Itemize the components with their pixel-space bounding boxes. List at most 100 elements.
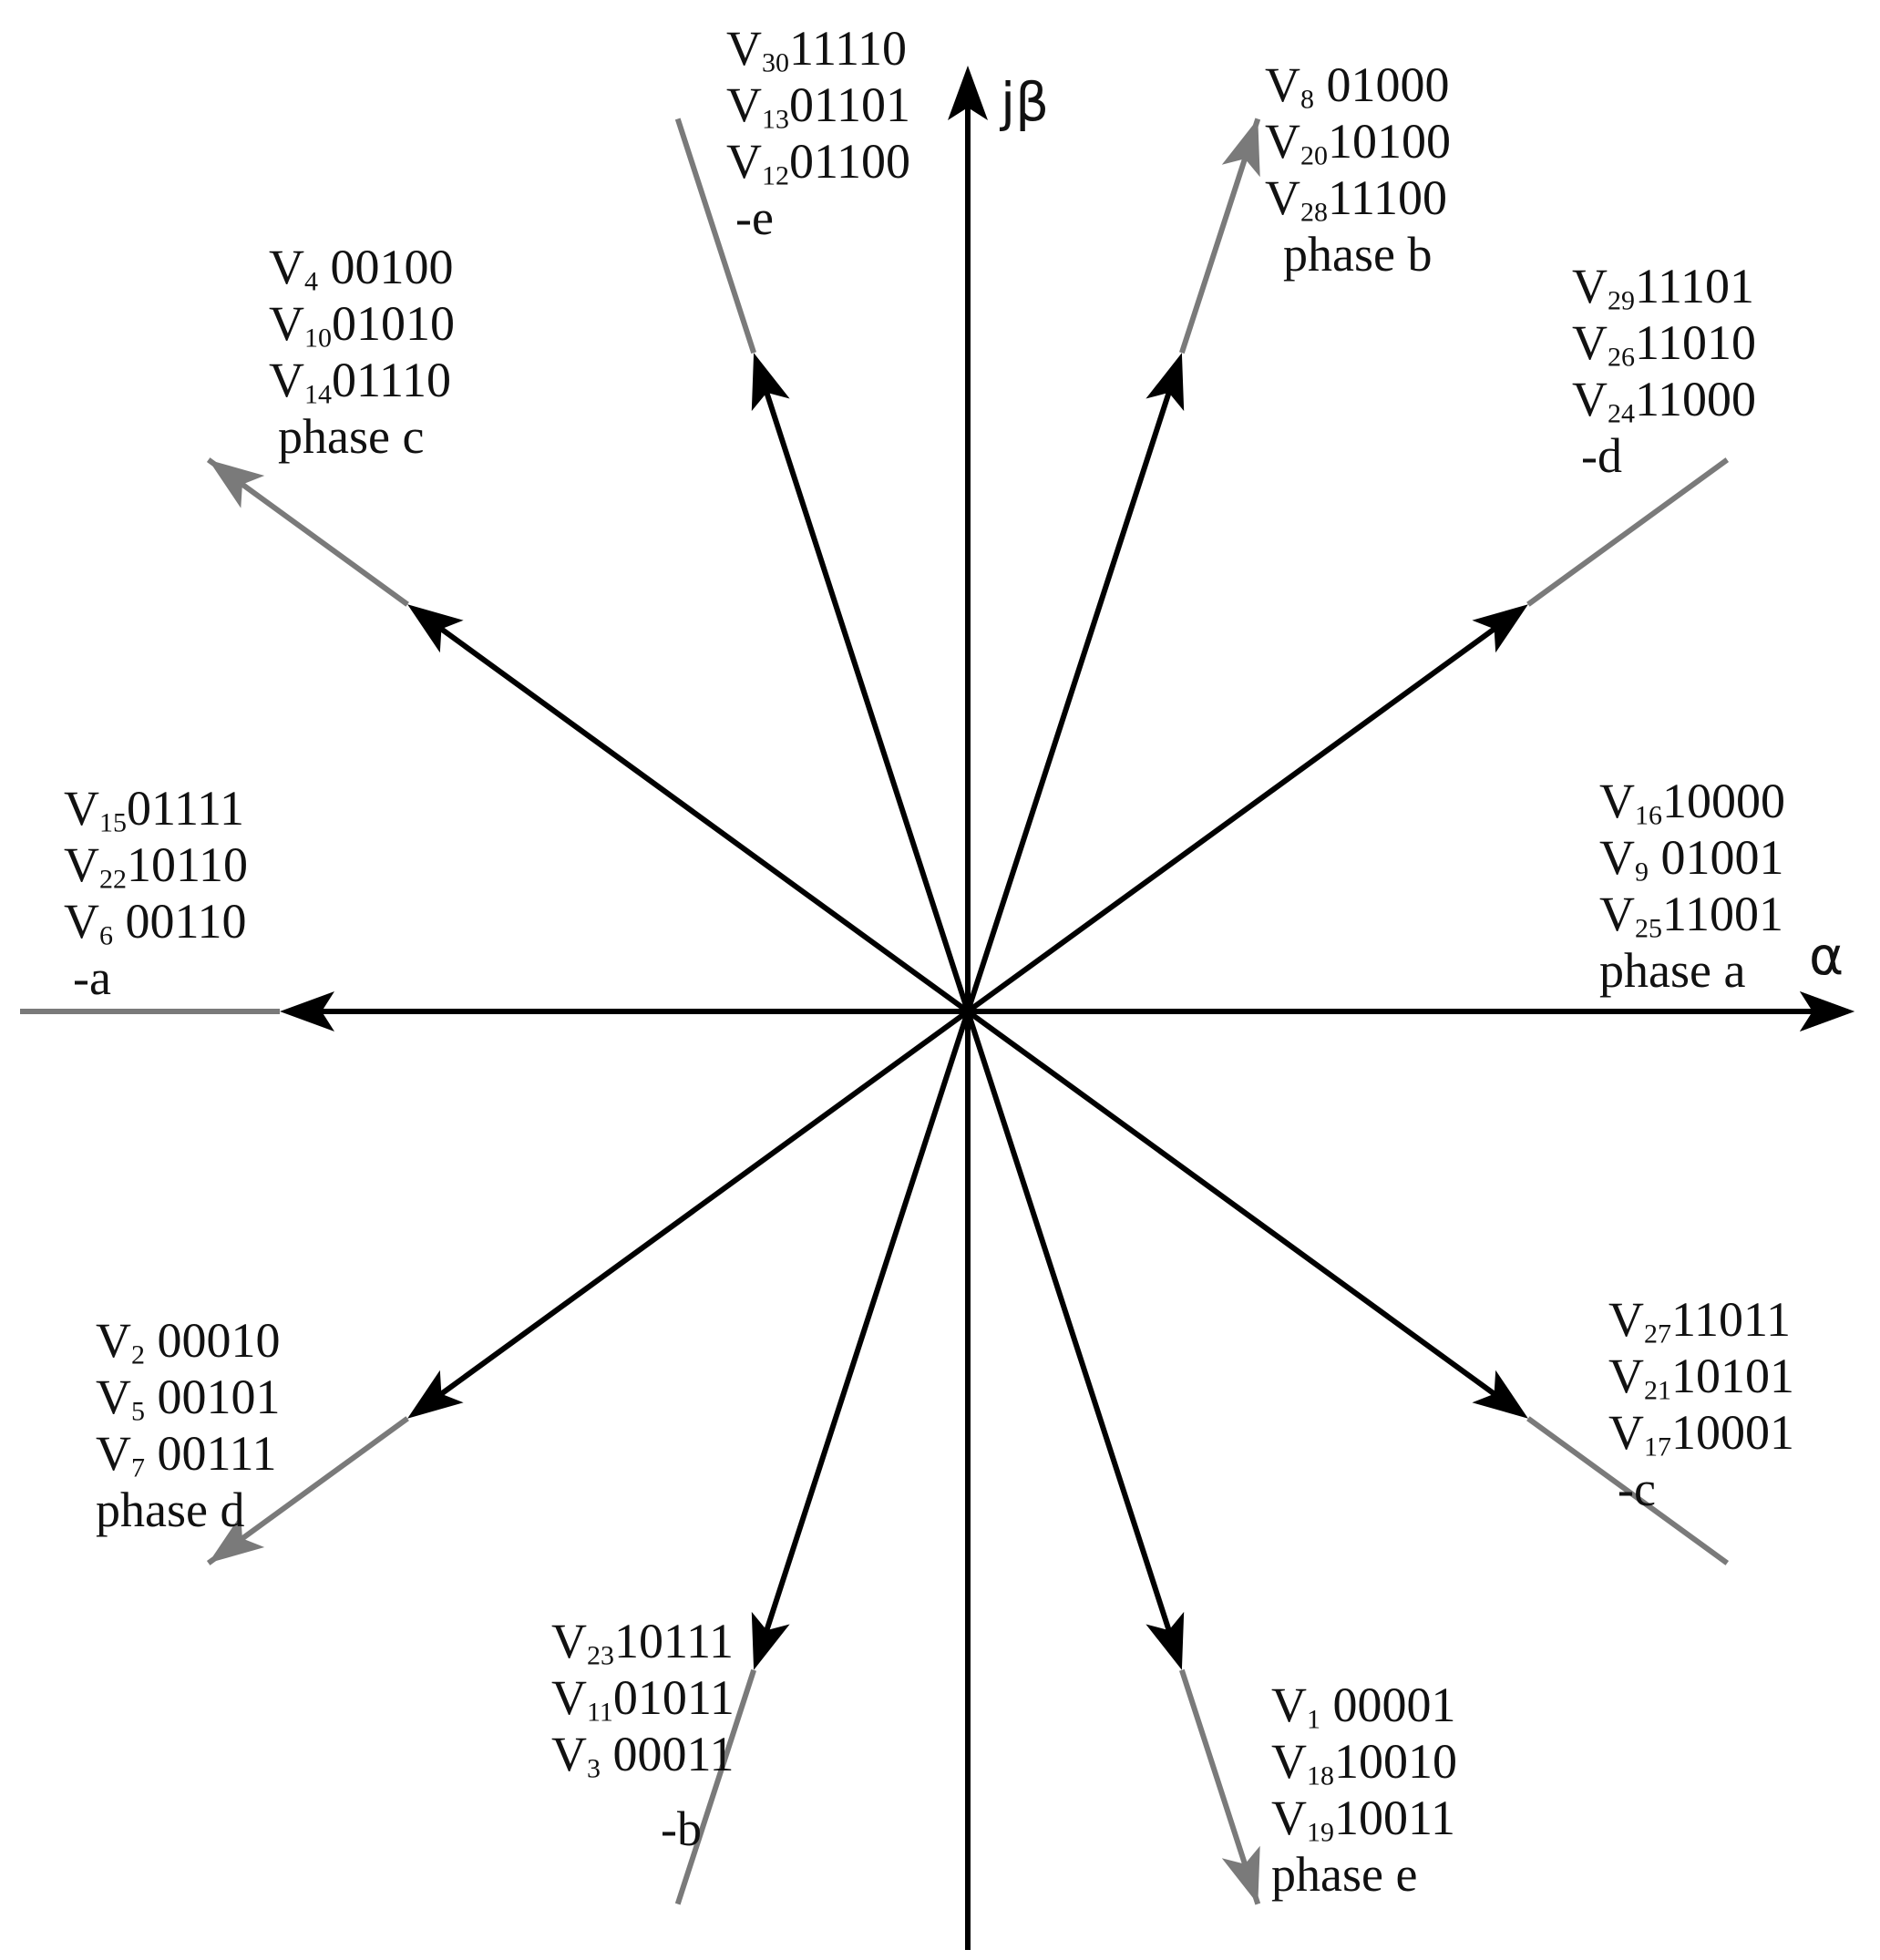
vector-index: 14 <box>304 379 332 410</box>
vector-neg-e-arrowhead <box>751 353 790 412</box>
switching-state-code: 00001 <box>1320 1678 1456 1732</box>
phase-label: -e <box>735 190 774 245</box>
phase-label: -d <box>1581 428 1622 483</box>
vector-symbol: V <box>96 1313 131 1368</box>
vector-phase-c-shaft <box>413 607 970 1014</box>
vector-label: V1 00001 <box>1271 1677 1457 1733</box>
vector-neg-b-arrowhead <box>751 1611 790 1670</box>
vector-phase-b-shaft <box>965 360 1182 1012</box>
vector-label: V2911101 <box>1572 258 1756 314</box>
switching-state-code: 10111 <box>614 1614 734 1668</box>
switching-state-code: 10110 <box>127 837 248 892</box>
vector-neg-a-arrowhead <box>280 991 334 1031</box>
switching-state-code: 01010 <box>332 296 455 351</box>
switching-state-code: 00101 <box>145 1370 281 1424</box>
vector-neg-d-arrowhead <box>1472 604 1528 653</box>
vector-symbol: V <box>551 1670 587 1725</box>
switching-state-code: 11011 <box>1671 1292 1791 1347</box>
vector-index: 5 <box>131 1396 145 1427</box>
vector-label: V2210110 <box>64 836 248 893</box>
vector-symbol: V <box>726 21 762 76</box>
vector-label: V3011110 <box>726 20 910 77</box>
vector-neg-c-shaft <box>966 1009 1523 1416</box>
phase-label: phase d <box>96 1483 245 1537</box>
vector-index: 23 <box>587 1640 614 1671</box>
vector-phase-d-arrowhead <box>407 1370 464 1419</box>
switching-state-code: 10011 <box>1334 1791 1455 1845</box>
switching-state-code: 01111 <box>127 781 244 836</box>
vector-symbol: V <box>1265 170 1300 225</box>
vector-symbol: V <box>1608 1292 1644 1347</box>
vector-label: V9 01001 <box>1599 829 1785 886</box>
vector-index: 25 <box>1635 913 1662 944</box>
switching-state-code: 01000 <box>1314 57 1450 112</box>
vector-index: 22 <box>99 864 127 895</box>
vector-symbol: V <box>1599 887 1635 941</box>
switching-state-code: 10010 <box>1334 1734 1457 1789</box>
vector-index: 6 <box>99 920 113 951</box>
vector-index: 19 <box>1307 1817 1334 1848</box>
vector-symbol: V <box>726 134 762 189</box>
phase-label: -a <box>73 950 111 1005</box>
vector-index: 3 <box>587 1753 601 1784</box>
real-axis-label: α <box>1809 925 1844 987</box>
vector-symbol: V <box>1572 259 1608 313</box>
vector-index: 7 <box>131 1452 145 1483</box>
vector-label: V1201100 <box>726 133 910 190</box>
switching-state-code: 01001 <box>1649 830 1784 885</box>
vector-label: V1610000 <box>1599 773 1785 829</box>
vector-label: V5 00101 <box>96 1369 281 1425</box>
vector-neg-b-extension <box>674 1668 757 1905</box>
vector-symbol: V <box>1271 1791 1307 1845</box>
vector-symbol: V <box>96 1426 131 1481</box>
switching-state-code: 00111 <box>145 1426 277 1481</box>
vector-symbol: V <box>551 1727 587 1781</box>
vector-index: 30 <box>762 47 789 78</box>
vector-neg-c-arrowhead <box>1472 1370 1528 1419</box>
vector-phase-e-outer-arrowhead <box>1221 1845 1260 1904</box>
vector-index: 29 <box>1608 285 1635 316</box>
vector-label: V2310111 <box>551 1613 735 1669</box>
phase-vectors <box>20 118 1854 1905</box>
vector-index: 15 <box>99 807 127 838</box>
switching-state-code: 00011 <box>601 1727 735 1781</box>
switching-state-code: 10000 <box>1662 774 1785 828</box>
vector-index: 9 <box>1635 857 1649 888</box>
vector-label: V1401110 <box>269 352 455 408</box>
switching-state-code: 01011 <box>612 1670 735 1725</box>
vector-index: 27 <box>1644 1319 1671 1349</box>
phase-label: phase b <box>1283 227 1433 282</box>
vector-label: V2811100 <box>1265 169 1451 226</box>
switching-state-code: 00110 <box>113 894 247 949</box>
vector-label: V1101011 <box>551 1669 735 1726</box>
vector-symbol: V <box>269 353 304 407</box>
vector-symbol: V <box>96 1370 131 1424</box>
vector-label: V1501111 <box>64 780 248 836</box>
vector-symbol: V <box>1608 1349 1644 1403</box>
switching-state-code: 10001 <box>1671 1405 1794 1460</box>
vector-phase-b-arrowhead <box>1145 353 1185 412</box>
vector-neg-b-shaft <box>754 1011 971 1663</box>
vector-label: V7 00111 <box>96 1425 281 1482</box>
switching-state-code: 11110 <box>789 21 907 76</box>
vector-index: 4 <box>304 266 318 297</box>
vector-label: V1710001 <box>1608 1404 1794 1461</box>
vector-label: V4 00100 <box>269 239 455 295</box>
vector-symbol: V <box>269 296 304 351</box>
switching-state-code: 11100 <box>1328 170 1447 225</box>
switching-state-code: 10100 <box>1328 114 1451 169</box>
vector-symbol: V <box>64 837 99 892</box>
vector-label: V1001010 <box>269 295 455 352</box>
vector-symbol: V <box>1599 830 1635 885</box>
phase-label: phase c <box>278 409 425 464</box>
vector-label: V8 01000 <box>1265 56 1451 113</box>
vector-label: V6 00110 <box>64 893 248 949</box>
imag-axis-arrowhead <box>948 66 988 120</box>
vector-phase-a-arrowhead <box>1800 991 1854 1031</box>
